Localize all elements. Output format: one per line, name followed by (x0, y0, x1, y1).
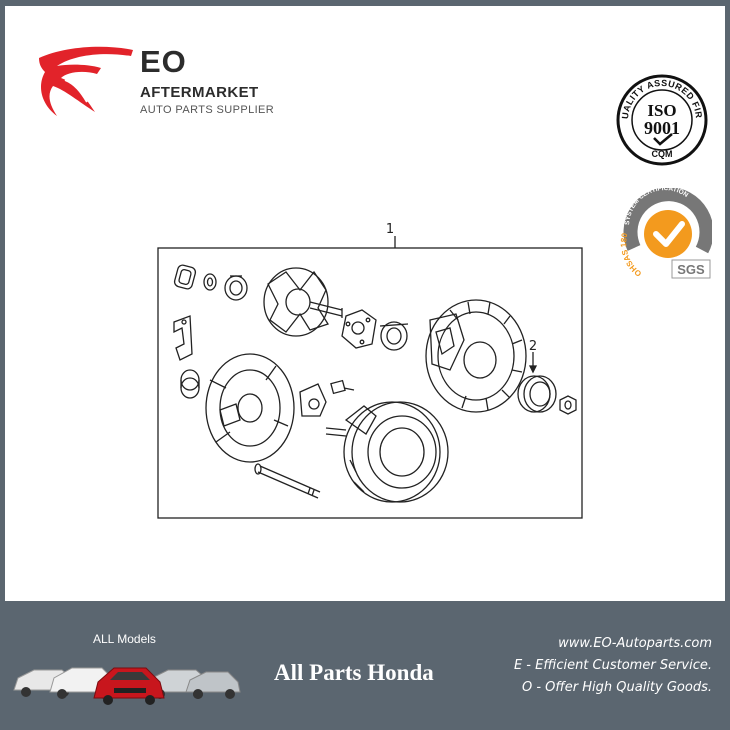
iso-9001-seal: QUALITY ASSURED FIRM ISO 9001 CQM (614, 72, 708, 166)
bracket-part (173, 315, 193, 361)
iso-label: ISO (647, 101, 676, 120)
slogan-line-1: E - Efficient Customer Service. (513, 658, 712, 673)
seal-part (173, 264, 197, 290)
callout-2: 2 (529, 339, 537, 354)
car-silver-2 (185, 671, 241, 699)
website-link[interactable]: www.EO-Autoparts.com (558, 636, 712, 651)
front-housing-part (205, 353, 295, 463)
stator-part (325, 401, 449, 503)
brush-holder-part (299, 383, 327, 417)
plate-part (341, 309, 377, 349)
car-red (93, 667, 165, 705)
models-label: ALL Models (93, 632, 156, 646)
iso-cqm: CQM (652, 149, 673, 159)
terminal-bolt-part (330, 379, 355, 395)
slogan-line-2: O - Offer High Quality Goods. (521, 680, 712, 695)
honda-cars-image (13, 667, 241, 705)
checkmark-icon (653, 221, 685, 247)
sgs-brand: SGS (677, 262, 705, 277)
alternator-exploded-diagram: 1 2 (157, 222, 583, 519)
bearing-part-2 (379, 321, 409, 351)
rear-housing-part (425, 299, 527, 413)
brand-wing-icon (39, 46, 133, 116)
diagram-frame (157, 247, 583, 519)
checkmark-icon (653, 133, 673, 146)
footer-info: www.EO-Autoparts.com E - Efficient Custo… (514, 633, 712, 699)
brand-tagline: AUTO PARTS SUPPLIER (140, 104, 275, 116)
sgs-ohsas-seal: SYSTEM CERTIFICATION OHSAS 18001 SGS (620, 188, 712, 279)
rotor-part (263, 267, 343, 337)
brand-name: EO (140, 44, 187, 79)
product-canvas: EO AFTERMARKET AUTO PARTS SUPPLIER QUALI… (5, 6, 725, 601)
through-bolt-part (254, 463, 321, 499)
brand-subtitle: AFTERMARKET (140, 84, 259, 101)
iso-number: 9001 (644, 118, 680, 138)
brand-logo: EO AFTERMARKET AUTO PARTS SUPPLIER (35, 42, 275, 122)
footer-title: All Parts Honda (274, 660, 434, 685)
callout-1: 1 (386, 222, 394, 237)
bearing-part (224, 275, 248, 301)
pulley-part (517, 375, 557, 413)
washer-part (203, 273, 217, 291)
bushing-part (180, 369, 200, 399)
nut-part (559, 395, 577, 415)
